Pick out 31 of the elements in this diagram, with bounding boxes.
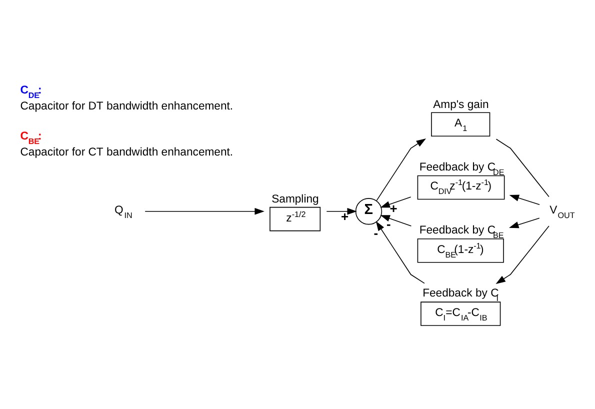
arrow	[376, 138, 426, 202]
node-text: Q$_{IN}$	[114, 204, 132, 220]
node-box: C$_{I}$=C$_{IA}$-C$_{IB}$	[420, 302, 501, 326]
node-box: z$^{-1/2}$	[270, 206, 321, 232]
label: C$_{DE}$:	[20, 84, 42, 100]
node-label: Amp's gain	[433, 98, 489, 111]
connector	[496, 138, 550, 198]
arrow	[144, 208, 264, 215]
arrow	[326, 208, 357, 215]
node-text: V$_{OUT}$	[550, 204, 575, 220]
node-circle: Σ	[355, 198, 382, 225]
arrow	[508, 218, 540, 228]
node-label: Sampling	[272, 194, 319, 206]
node-label: Feedback by C$_{DE}$	[419, 161, 504, 177]
arrow	[380, 196, 412, 208]
node-box: C$_{BE}$(1-z$^{-1}$)	[417, 238, 504, 263]
arrow	[376, 221, 425, 284]
node-box: C$_{DIV}$z$^{-1}$(1-z$^{-1}$)	[417, 175, 505, 200]
arrow	[509, 194, 540, 206]
arrow	[496, 226, 550, 284]
arrow	[380, 215, 412, 226]
label: C$_{BE}$:	[20, 130, 42, 146]
node-box: A$_{1}$	[431, 112, 490, 136]
label: Capacitor for DT bandwidth enhancement.	[20, 100, 234, 113]
edge-label: -	[386, 216, 391, 232]
edge-label: +	[341, 209, 349, 224]
node-label: Feedback by C$_{I}$	[422, 288, 499, 304]
edge-label: -	[374, 225, 378, 240]
label: Capacitor for CT bandwidth enhancement.	[20, 146, 234, 159]
node-label: Feedback by C$_{BE}$	[419, 224, 504, 240]
edge-label: +	[390, 201, 398, 216]
